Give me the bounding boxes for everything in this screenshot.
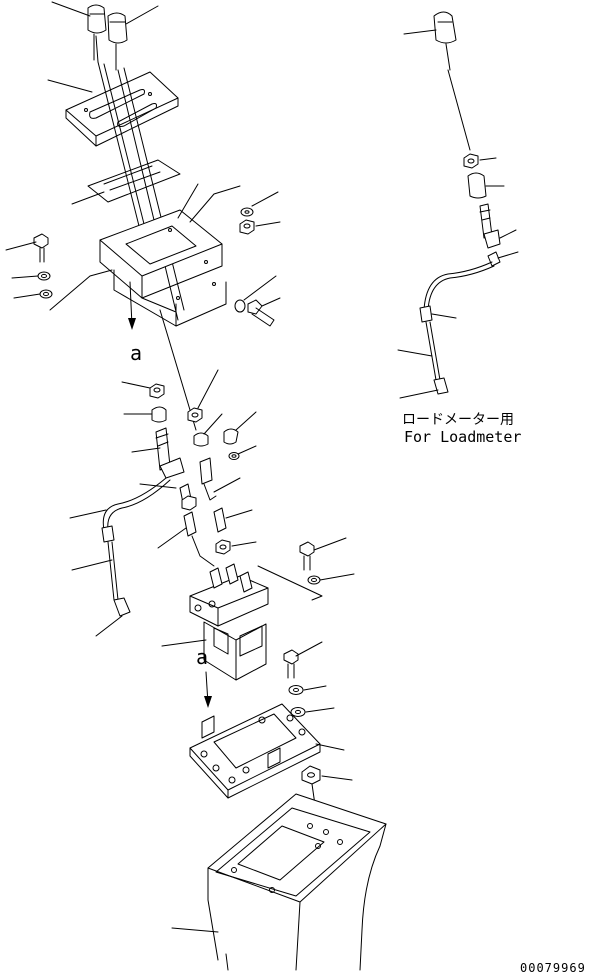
loadmeter-nut — [463, 153, 479, 169]
bolt-mid-right — [299, 541, 315, 571]
leader-line — [177, 183, 199, 219]
washer-lower-right-2 — [290, 707, 306, 717]
leader-line — [95, 615, 123, 637]
leader-line — [171, 927, 219, 933]
pilot-valve — [189, 563, 269, 681]
leader-line — [479, 157, 497, 161]
leader-line — [213, 477, 241, 493]
loadmeter-switch — [479, 203, 501, 267]
leader-line — [431, 313, 457, 319]
leader-line — [399, 389, 439, 399]
leader-line — [225, 509, 253, 519]
cap-mid-left — [151, 406, 167, 423]
leader-line — [313, 537, 347, 551]
small-stud-left — [183, 511, 197, 537]
leader-line — [261, 297, 281, 307]
nut-lower-left — [181, 495, 197, 511]
leader-line — [11, 275, 39, 279]
mounting-plate — [189, 703, 321, 799]
leader-line — [235, 411, 257, 431]
leader-line — [191, 535, 215, 567]
console-box — [207, 793, 387, 971]
leader-line — [125, 5, 159, 25]
washer-mid-right — [307, 575, 321, 585]
stud-lower-mid — [213, 507, 227, 533]
nut-mid-left — [149, 383, 165, 399]
leader-line — [131, 447, 161, 453]
leader-line — [139, 483, 177, 489]
leader-line — [189, 185, 241, 223]
view-arrow-lower: a — [196, 645, 212, 708]
cap-mid-right — [193, 432, 209, 447]
leader-line — [251, 191, 279, 207]
leader-line — [303, 685, 327, 691]
leader-line — [243, 275, 277, 301]
bolt-right-bracket — [234, 299, 275, 327]
leader-line — [321, 775, 353, 781]
leader-line — [157, 527, 187, 549]
leader-line — [231, 541, 257, 547]
washer-left-1 — [37, 271, 51, 281]
lever-boot — [87, 159, 181, 203]
lever-knob-left — [87, 4, 107, 63]
leader-line — [71, 559, 113, 571]
leader-line — [5, 241, 37, 251]
switch-fitting-left — [155, 427, 185, 479]
sensor-cable — [101, 477, 171, 617]
leader-line — [121, 381, 151, 389]
leader-line — [397, 349, 433, 357]
leader-line — [497, 251, 519, 259]
leader-line — [315, 743, 345, 751]
view-mark-a-upper: a — [130, 341, 142, 365]
leader-line — [161, 639, 207, 647]
switch-fitting-right — [199, 457, 217, 501]
washer-upper-right — [240, 207, 254, 217]
leader-line — [403, 29, 437, 35]
leader-line — [499, 229, 517, 239]
leader-line — [51, 1, 91, 17]
view-mark-a-lower: a — [196, 645, 208, 669]
cap-far-right — [223, 428, 239, 445]
washer-lower-right-1 — [288, 685, 304, 695]
loadmeter-cable — [419, 261, 495, 395]
loadmeter-sleeve — [467, 172, 487, 199]
nut-lower-mid — [215, 539, 231, 555]
nut-under-plate — [301, 765, 321, 785]
drawing-number: 00079969 — [520, 961, 586, 975]
leader-line — [69, 509, 107, 519]
loadmeter-label-en: For Loadmeter — [404, 428, 521, 446]
leader-line — [319, 573, 355, 581]
leader-line — [13, 293, 41, 299]
leader-line — [47, 79, 93, 93]
leader-line — [255, 221, 281, 227]
bolt-lower-right — [283, 649, 299, 679]
leader-line — [203, 413, 223, 435]
nut-upper-right — [239, 219, 255, 235]
lever-bracket-box — [99, 209, 227, 327]
leader-line — [257, 565, 323, 601]
loadmeter-knob — [433, 11, 471, 151]
washer-left-2 — [39, 289, 53, 299]
washer-far-right — [228, 452, 240, 460]
lever-knob-right — [107, 12, 128, 71]
leader-line — [237, 445, 257, 455]
bolt-left — [33, 233, 49, 263]
leader-line — [295, 641, 323, 657]
view-arrow-upper: a — [128, 281, 142, 365]
leader-line — [305, 707, 335, 713]
leader-line — [71, 191, 105, 205]
nut-mid-right — [187, 407, 203, 423]
leader-line — [49, 269, 113, 311]
loadmeter-label-jp: ロードメーター用 — [402, 412, 514, 428]
leader-line — [197, 369, 219, 409]
